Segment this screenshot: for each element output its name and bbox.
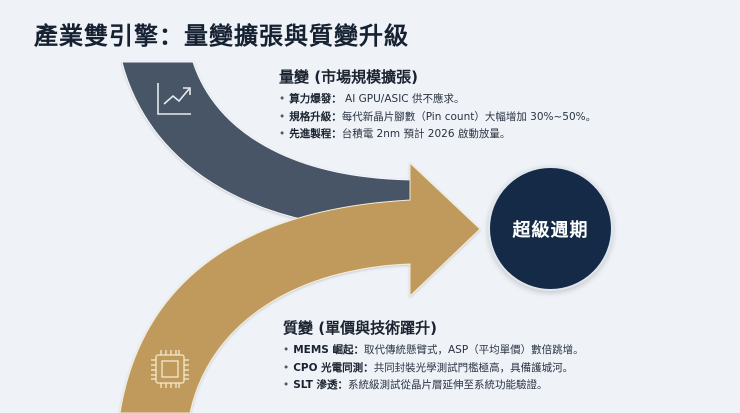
qualitative-heading: 質變 (單價與技術躍升) xyxy=(283,319,437,337)
list-item: •先進製程：台積電 2nm 預計 2026 啟動放量。 xyxy=(279,126,596,144)
item-label: SLT 滲透： xyxy=(293,379,349,391)
item-label: CPO 光電同測： xyxy=(293,361,374,374)
item-label: 先進製程： xyxy=(289,128,342,140)
item-label: MEMS 崛起： xyxy=(293,344,364,356)
list-item: •MEMS 崛起：取代傳統懸臂式，ASP（平均單價）數倍跳增。 xyxy=(283,342,584,360)
super-cycle-label: 超級週期 xyxy=(512,219,589,241)
bullet-icon: • xyxy=(279,93,286,105)
quantitative-heading: 量變 (市場規模擴張) xyxy=(279,68,418,86)
qualitative-section: 質變 (單價與技術躍升) •MEMS 崛起：取代傳統懸臂式，ASP（平均單價）數… xyxy=(283,317,584,395)
bullet-icon: • xyxy=(283,361,290,374)
chart-trend-up-icon xyxy=(157,83,191,115)
list-item: •規格升級：每代新晶片腳數（Pin count）大幅增加 30%~50%。 xyxy=(279,109,596,127)
bullet-icon: • xyxy=(279,110,286,123)
quantitative-list: •算力爆發： AI GPU/ASIC 供不應求。 •規格升級：每代新晶片腳數（P… xyxy=(279,91,596,144)
quantitative-section: 量變 (市場規模擴張) •算力爆發： AI GPU/ASIC 供不應求。 •規格… xyxy=(279,66,596,144)
list-item: •CPO 光電同測：共同封裝光學測試門檻極高，具備護城河。 xyxy=(283,360,584,378)
list-item: •算力爆發： AI GPU/ASIC 供不應求。 xyxy=(279,91,596,109)
list-item: •SLT 滲透：系統級測試從晶片層延伸至系統功能驗證。 xyxy=(283,377,584,395)
item-text: AI GPU/ASIC 供不應求。 xyxy=(341,93,465,105)
bullet-icon: • xyxy=(279,128,286,140)
super-cycle-circle: 超級週期 xyxy=(488,166,613,291)
page-title: 產業雙引擎：量變擴張與質變升級 xyxy=(34,22,409,50)
qualitative-list: •MEMS 崛起：取代傳統懸臂式，ASP（平均單價）數倍跳增。 •CPO 光電同… xyxy=(283,342,584,395)
bullet-icon: • xyxy=(283,379,290,391)
item-text: 共同封裝光學測試門檻極高，具備護城河。 xyxy=(373,361,574,374)
item-text: 台積電 2nm 預計 2026 啟動放量。 xyxy=(341,128,511,140)
bullet-icon: • xyxy=(283,344,290,356)
item-text: 每代新晶片腳數（Pin count）大幅增加 30%~50%。 xyxy=(341,110,597,123)
qual-arrow xyxy=(119,161,481,413)
item-label: 算力爆發： xyxy=(289,93,342,105)
item-label: 規格升級： xyxy=(289,110,342,123)
item-text: 取代傳統懸臂式，ASP（平均單價）數倍跳增。 xyxy=(364,344,584,356)
cpu-chip-icon xyxy=(151,350,189,388)
item-text: 系統級測試從晶片層延伸至系統功能驗證。 xyxy=(348,379,548,391)
